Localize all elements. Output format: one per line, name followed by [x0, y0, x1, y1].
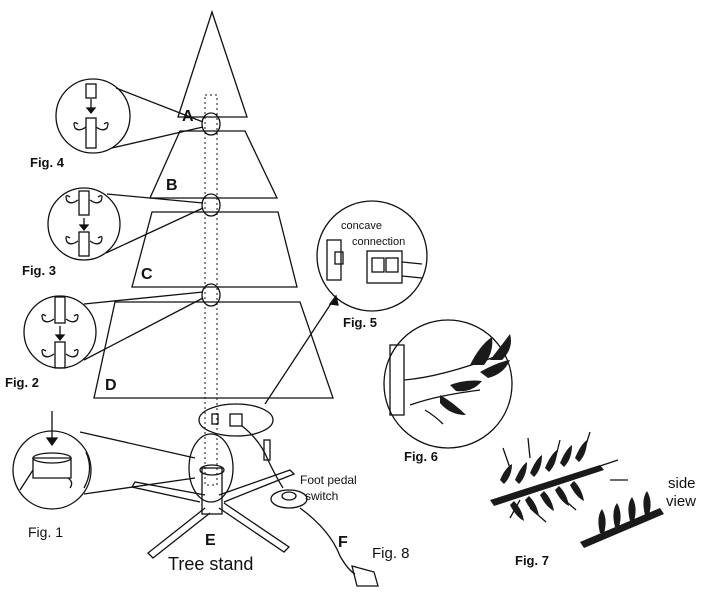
- fig3-detail-circle: [47, 187, 121, 261]
- section-e-label: E: [205, 532, 216, 549]
- section-f-label: F: [338, 534, 348, 551]
- section-b-label: B: [166, 177, 178, 194]
- side-label: side: [668, 475, 696, 492]
- connector-ellipse: [198, 403, 274, 437]
- foot-pedal-label: Foot pedal: [300, 473, 357, 487]
- foot-pedal: [270, 489, 308, 509]
- tree-stand: [130, 464, 296, 559]
- fig6-branch: [440, 334, 511, 415]
- joint-stand: [188, 433, 234, 503]
- section-c-label: C: [141, 266, 153, 283]
- section-d-label: D: [105, 377, 117, 394]
- center-pole: [204, 94, 218, 486]
- fig3-label: Fig. 3: [22, 263, 56, 278]
- fig8-label: Fig. 8: [372, 545, 410, 562]
- tree-section-d: [93, 301, 334, 399]
- fig5-label: Fig. 5: [343, 315, 377, 330]
- power-plug: [351, 565, 379, 587]
- fig1-label: Fig. 1: [28, 524, 63, 540]
- fig4-label: Fig. 4: [30, 155, 65, 170]
- fig2-label: Fig. 2: [5, 375, 39, 390]
- switch-label: switch: [305, 489, 338, 503]
- view-label: view: [666, 493, 696, 510]
- tree-section-a: [177, 9, 248, 118]
- tree-stand-label: Tree stand: [168, 554, 253, 574]
- fig6-detail-circle: [383, 319, 513, 449]
- tree-section-c: [131, 211, 298, 288]
- connection-label: connection: [352, 236, 405, 248]
- joint-c-d: [201, 283, 221, 307]
- joint-a-b: [201, 112, 221, 136]
- fig4-detail-circle: [55, 78, 131, 154]
- concave-label: concave: [341, 220, 382, 232]
- joint-b-c: [201, 193, 221, 217]
- tree-section-b: [148, 130, 279, 199]
- fig5-detail-circle: [316, 200, 428, 312]
- fig7-branch-side-view: [580, 491, 664, 548]
- fig7-branch-top-view: [490, 440, 604, 521]
- fig6-label: Fig. 6: [404, 449, 438, 464]
- section-a-label: A: [182, 108, 194, 125]
- fig7-label: Fig. 7: [515, 553, 549, 568]
